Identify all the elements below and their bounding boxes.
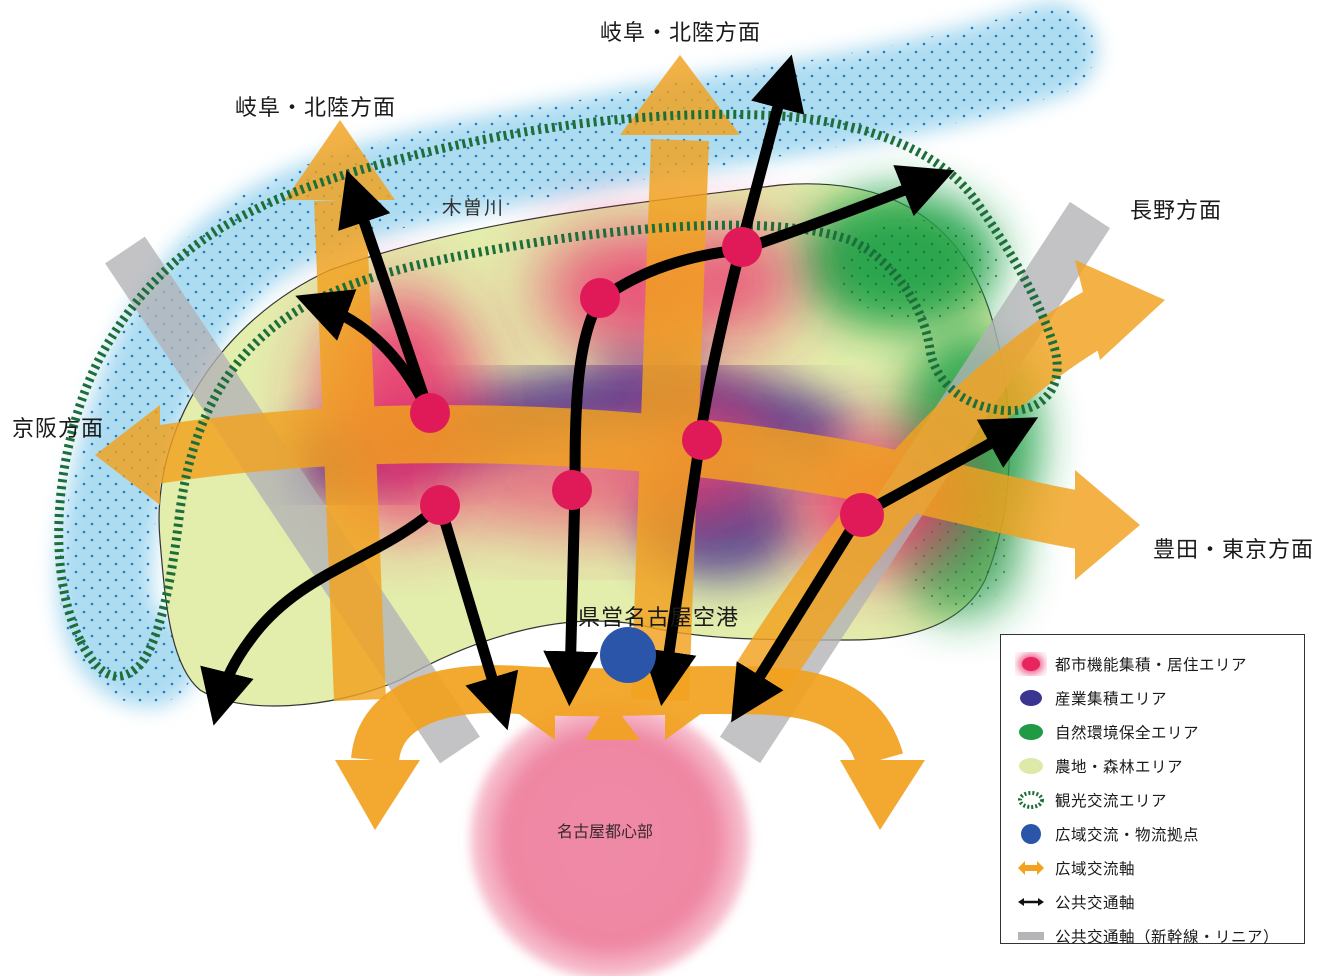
farmland-forest-area-swatch	[1015, 754, 1047, 778]
label-nagano: 長野方面	[1130, 199, 1223, 224]
urban-node	[682, 420, 722, 460]
public-transit-axis-arrow-icon	[1015, 890, 1047, 914]
legend-label: 自然環境保全エリア	[1055, 724, 1200, 742]
legend-item-farmland: 農地・森林エリア	[1015, 749, 1294, 783]
airport-logistics-hub	[600, 627, 656, 683]
urban-node	[722, 227, 762, 267]
legend-item-urban-residential: 都市機能集積・居住エリア	[1015, 647, 1294, 681]
public-transit-axes	[200, 54, 1039, 731]
nagoya-center-circle	[470, 700, 750, 976]
tourism-exchange-area-swatch	[1015, 788, 1047, 812]
shinkansen-linear-axis-swatch	[1015, 924, 1047, 948]
label-gifu-hokuriku-left: 岐阜・北陸方面	[235, 96, 397, 121]
urban-node	[552, 470, 592, 510]
urban-nodes	[410, 227, 884, 537]
urban-node	[580, 278, 620, 318]
legend-label: 公共交通軸（新幹線・リニア）	[1055, 928, 1280, 946]
wide-area-axis-arrow-icon	[1015, 856, 1047, 880]
legend-label: 観光交流エリア	[1055, 792, 1168, 810]
legend-item-wide-area-axis: 広域交流軸	[1015, 851, 1294, 885]
legend-label: 公共交通軸	[1055, 894, 1136, 912]
industrial-area-swatch	[1015, 686, 1047, 710]
nature-conservation-area-swatch	[1015, 720, 1047, 744]
urban-residential-area-swatch	[1015, 652, 1047, 676]
label-toyota-tokyo: 豊田・東京方面	[1153, 538, 1315, 563]
label-airport: 県営名古屋空港	[578, 606, 740, 631]
legend-item-nature: 自然環境保全エリア	[1015, 715, 1294, 749]
urban-node	[410, 393, 450, 433]
map-legend: 都市機能集積・居住エリア 産業集積エリア 自然環境保全エリア 農地・森林エリア …	[1000, 634, 1305, 946]
legend-item-industrial: 産業集積エリア	[1015, 681, 1294, 715]
legend-label: 広域交流軸	[1055, 860, 1136, 878]
legend-label: 農地・森林エリア	[1055, 758, 1184, 776]
legend-label: 産業集積エリア	[1055, 690, 1168, 708]
legend-label: 都市機能集積・居住エリア	[1055, 656, 1248, 674]
logistics-hub-swatch	[1015, 822, 1047, 846]
label-nagoya-center: 名古屋都心部	[557, 822, 654, 841]
legend-label: 広域交流・物流拠点	[1055, 826, 1200, 844]
urban-node	[840, 493, 884, 537]
urban-node	[420, 485, 460, 525]
label-keihan: 京阪方面	[12, 417, 105, 442]
legend-item-public-transit: 公共交通軸	[1015, 885, 1294, 919]
label-gifu-hokuriku-top: 岐阜・北陸方面	[600, 21, 762, 46]
legend-item-logistics-hub: 広域交流・物流拠点	[1015, 817, 1294, 851]
legend-item-tourism: 観光交流エリア	[1015, 783, 1294, 817]
label-kiso-river: 木曽川	[442, 197, 506, 219]
legend-item-shinkansen: 公共交通軸（新幹線・リニア）	[1015, 919, 1294, 953]
